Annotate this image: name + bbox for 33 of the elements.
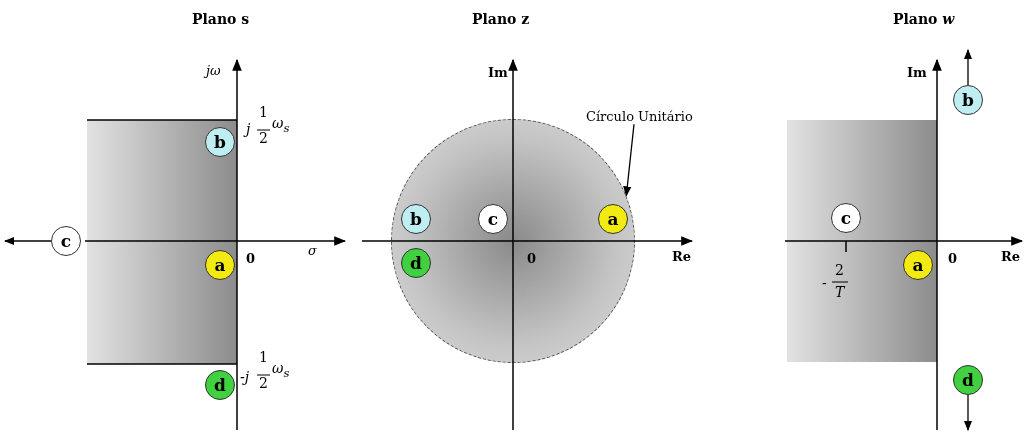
math-label: T: [835, 285, 845, 301]
point-marker: c: [51, 226, 81, 256]
arrow: [963, 48, 973, 86]
math-label: ω$_{s}$: [272, 116, 290, 135]
point-marker: b: [953, 85, 983, 115]
title: Plano s: [192, 12, 250, 28]
axis-label: Re: [672, 250, 692, 265]
axis-label: Im: [488, 66, 508, 81]
arrow: [963, 394, 973, 432]
point-marker: c: [478, 204, 508, 234]
point-marker: d: [205, 370, 235, 400]
math-label: ω$_{s}$: [272, 361, 290, 380]
axis-label: Re: [1001, 250, 1021, 265]
callout-text: Círculo Unitário: [586, 110, 693, 125]
axis-label: 0: [246, 252, 256, 267]
title: Plano z: [472, 12, 530, 28]
point-marker: a: [598, 204, 628, 234]
axis-label: Im: [907, 66, 927, 81]
title: Plano w: [893, 12, 955, 28]
axis-label: σ: [308, 244, 317, 259]
point-marker: d: [401, 248, 431, 278]
math-label: 2: [259, 376, 268, 392]
point-marker: b: [401, 204, 431, 234]
math-label: 2: [259, 131, 268, 147]
math-label: 1: [259, 105, 268, 121]
math-label: 1: [259, 350, 268, 366]
math-label: -: [822, 276, 827, 292]
math-label: 2: [835, 263, 844, 279]
point-marker: d: [953, 365, 983, 395]
arrow: [3, 236, 52, 246]
axis-label: 0: [948, 252, 958, 267]
leader-arrow: [623, 123, 635, 197]
axis-label: 0: [527, 252, 537, 267]
